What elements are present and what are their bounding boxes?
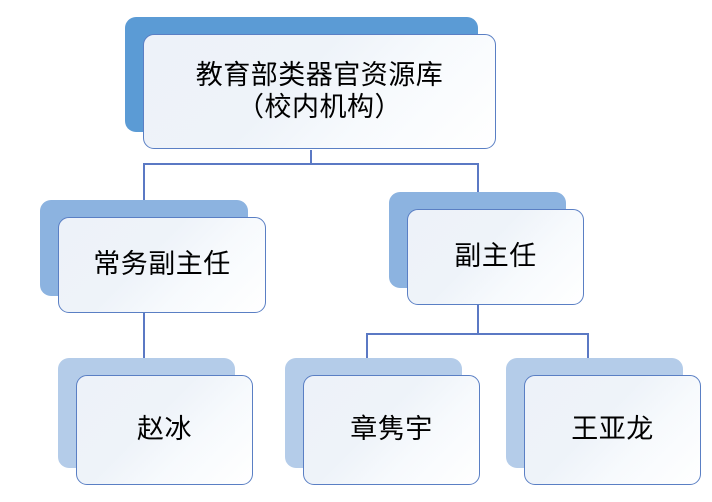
node-member-1[interactable]: 赵冰 [58, 358, 253, 485]
node-member-1-card: 赵冰 [76, 375, 253, 485]
connector-deputy-stem [477, 305, 479, 333]
connector-to-deputy [477, 163, 479, 200]
node-member-2[interactable]: 章隽宇 [285, 358, 480, 485]
node-member-2-card: 章隽宇 [303, 375, 480, 485]
node-member-2-label: 章隽宇 [350, 414, 433, 446]
connector-root-stem [310, 150, 312, 165]
connector-level2-bus [143, 163, 479, 165]
node-root-card: 教育部类器官资源库 （校内机构） [143, 34, 496, 149]
node-member-3[interactable]: 王亚龙 [506, 358, 701, 485]
node-member-1-label: 赵冰 [137, 414, 192, 446]
node-member-3-card: 王亚龙 [524, 375, 701, 485]
connector-level3-bus [366, 333, 589, 335]
node-root-label: 教育部类器官资源库 （校内机构） [195, 59, 444, 123]
connector-to-member-2 [366, 333, 368, 361]
node-deputy-executive-card: 常务副主任 [58, 217, 266, 313]
connector-to-deputy-executive [143, 163, 145, 200]
node-deputy-label: 副主任 [454, 241, 537, 273]
node-deputy-card: 副主任 [407, 209, 584, 305]
node-deputy-executive-label: 常务副主任 [93, 249, 231, 281]
connector-deputy-executive-to-member-1 [143, 313, 145, 371]
node-deputy-executive[interactable]: 常务副主任 [40, 200, 266, 313]
node-member-3-label: 王亚龙 [571, 414, 654, 446]
node-deputy[interactable]: 副主任 [389, 192, 584, 305]
node-root[interactable]: 教育部类器官资源库 （校内机构） [125, 17, 496, 149]
connector-to-member-3 [587, 333, 589, 361]
